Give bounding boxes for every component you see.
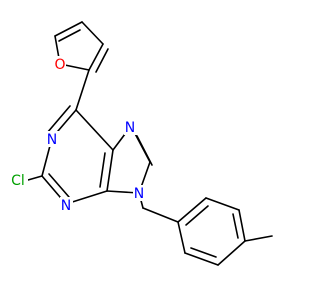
bond-c5-c6 (75, 109, 114, 151)
imidazole-ring (106, 125, 153, 194)
bond-furan-c3-c4 (81, 21, 104, 45)
bond-ar-3 (238, 209, 246, 242)
chloro-substituent (27, 175, 43, 181)
bond-ar-3-double (232, 213, 239, 239)
bond-ar-6 (177, 221, 186, 254)
bond-c4-c5-double (99, 152, 106, 188)
bond-n7-c8-double (136, 135, 153, 166)
atom-label-n1: N (47, 132, 57, 148)
bond-ar-1 (177, 197, 207, 223)
bond-ar-2 (205, 197, 240, 211)
atom-labels: O N N N N Cl (6, 56, 146, 214)
bond-c6-n1-double (46, 105, 71, 134)
bond-furan-c2-c3-double (95, 48, 109, 73)
bond-ar-4 (217, 240, 246, 266)
bond-c4-c5 (106, 149, 114, 192)
bond-ar-1-double (185, 205, 209, 226)
pyrimidine-ring (41, 105, 114, 205)
bond-c2-cl (27, 175, 43, 181)
bond-furan-c4-c5-double (58, 29, 81, 42)
bond-furan-c2-c3 (88, 43, 104, 71)
bond-ch2-ar (142, 207, 179, 223)
bond-ar-5 (184, 252, 219, 266)
methylbenzyl-substituent (138, 192, 273, 266)
furan-ring (54, 21, 109, 111)
atom-label-cl: Cl (11, 173, 25, 189)
atom-label-o-furan: O (54, 57, 65, 73)
molecule-structure-diagram: O N N N N Cl (6, 21, 273, 266)
bond-ar-5-double (190, 247, 217, 258)
bond-ar-methyl (244, 235, 273, 242)
bond-c2-n3-double (48, 173, 70, 198)
bond-furan-c2-c6 (75, 69, 90, 111)
atom-label-n7: N (125, 120, 135, 136)
bond-furan-c4-c5 (54, 21, 83, 37)
atom-label-n3: N (61, 198, 71, 214)
atom-label-n9: N (134, 186, 144, 202)
